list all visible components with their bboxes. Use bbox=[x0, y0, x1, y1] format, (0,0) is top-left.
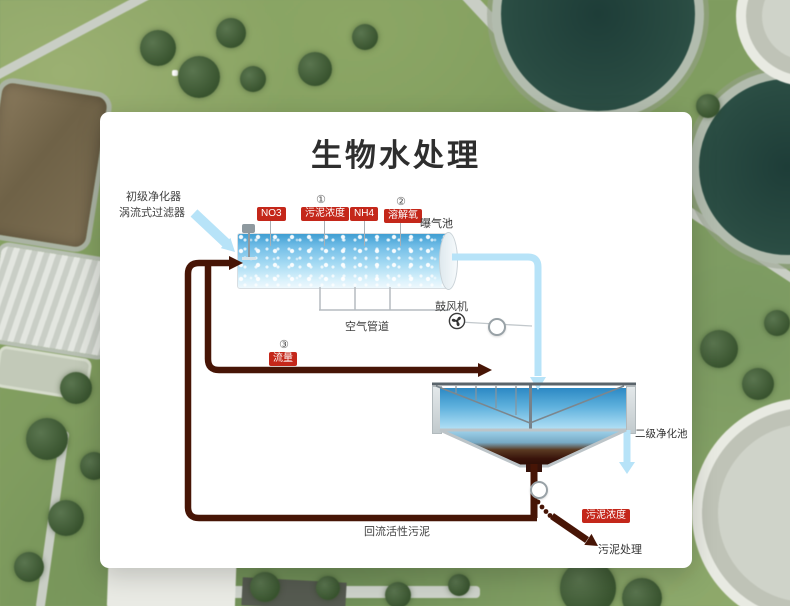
clarifier-funnel bbox=[439, 428, 627, 468]
clarifier-water bbox=[440, 388, 626, 430]
sludge-concentration-badge-2: 污泥浓度 bbox=[582, 509, 630, 523]
bg-tree bbox=[696, 94, 720, 118]
influent-label-line1: 初级净化器 bbox=[126, 191, 181, 203]
mixer-motor-icon bbox=[242, 224, 255, 233]
sludge-dot bbox=[539, 504, 545, 510]
bg-tree bbox=[700, 330, 738, 368]
influent-label-line2: 涡流式过滤器 bbox=[119, 207, 185, 219]
clarifier-truss-hatch bbox=[455, 386, 517, 415]
bg-car bbox=[172, 70, 178, 76]
influent-arrowhead bbox=[220, 237, 235, 252]
blower-fan-icon bbox=[448, 312, 466, 335]
flow-marker-3: ③ bbox=[279, 339, 289, 351]
bg-tree bbox=[448, 574, 470, 596]
sludge-dot bbox=[547, 513, 553, 518]
recycle-flow-arrowhead bbox=[478, 363, 492, 377]
bg-tree bbox=[352, 24, 378, 50]
mixer-shaft bbox=[248, 232, 250, 259]
air-pipe-label: 空气管道 bbox=[345, 321, 389, 333]
blower-label: 鼓风机 bbox=[435, 301, 468, 313]
dissolved-oxygen-badge: 溶解氧 bbox=[384, 209, 422, 223]
sensor-probe bbox=[270, 220, 271, 246]
bg-tree bbox=[622, 578, 662, 606]
bg-tree bbox=[764, 310, 790, 336]
sensor-probe bbox=[324, 220, 325, 246]
bg-tree bbox=[178, 56, 220, 98]
return-sludge-pipe bbox=[184, 259, 537, 522]
no3-badge: NO3 bbox=[257, 207, 286, 221]
aeration-tank-endcap bbox=[439, 232, 458, 290]
sludge-treatment-label: 污泥处理 bbox=[598, 544, 642, 556]
return-sludge-label: 回流活性污泥 bbox=[364, 526, 430, 538]
return-sludge-arrowhead bbox=[229, 256, 243, 270]
sludge-treatment-arrow-shaft bbox=[550, 513, 589, 543]
secondary-clarifier-label: 二级净化池 bbox=[635, 428, 688, 440]
aeration-tank-label: 曝气池 bbox=[420, 218, 453, 230]
pipes-overlay bbox=[184, 209, 636, 546]
influent-arrow-shaft bbox=[190, 209, 230, 247]
sludge-concentration-badge: 污泥浓度 bbox=[301, 207, 349, 221]
effluent-pipe bbox=[452, 253, 542, 376]
page-title: 生物水处理 bbox=[311, 138, 481, 173]
bg-tree bbox=[298, 52, 332, 86]
diagram-card: 生物水处理 bbox=[100, 112, 692, 568]
bg-tree bbox=[742, 368, 774, 400]
bg-tree bbox=[48, 500, 84, 536]
sensor-probe bbox=[364, 220, 365, 246]
aeration-tank bbox=[237, 233, 450, 289]
sludge-dot bbox=[535, 499, 541, 505]
clarifier-right-wall bbox=[626, 386, 636, 434]
clarifier-center-column bbox=[529, 385, 532, 429]
process-diagram: 初级净化器 涡流式过滤器 NO3 ① 污泥浓度 NH4 ② 溶解氧 曝气池 鼓风… bbox=[100, 112, 692, 568]
pump-icon bbox=[530, 481, 548, 499]
valve-icon bbox=[488, 318, 506, 336]
mixer-paddle bbox=[242, 257, 256, 260]
sensor-probe bbox=[400, 220, 401, 246]
bg-tree bbox=[140, 30, 176, 66]
bg-tree bbox=[14, 552, 44, 582]
air-diffuser-drops bbox=[319, 287, 391, 310]
clarifier-scraper-arms bbox=[435, 385, 625, 424]
sensor-marker-2: ② bbox=[396, 196, 406, 208]
bg-tree bbox=[385, 582, 411, 606]
aeration-bubbles bbox=[238, 234, 449, 288]
flow-badge: 流量 bbox=[269, 352, 297, 366]
bg-tree bbox=[216, 18, 246, 48]
nh4-badge: NH4 bbox=[350, 207, 379, 221]
clarifier-outlet-arrowhead bbox=[619, 462, 635, 474]
sludge-dot bbox=[543, 509, 549, 514]
recycle-flow-pipe bbox=[204, 266, 479, 374]
bg-tree bbox=[240, 66, 266, 92]
bg-tree bbox=[26, 418, 68, 460]
bg-tree bbox=[250, 572, 280, 602]
sensor-marker-1: ① bbox=[316, 194, 326, 206]
bg-tree bbox=[316, 576, 340, 600]
sludge-treatment-arrowhead bbox=[584, 533, 598, 546]
bg-tree bbox=[60, 372, 92, 404]
